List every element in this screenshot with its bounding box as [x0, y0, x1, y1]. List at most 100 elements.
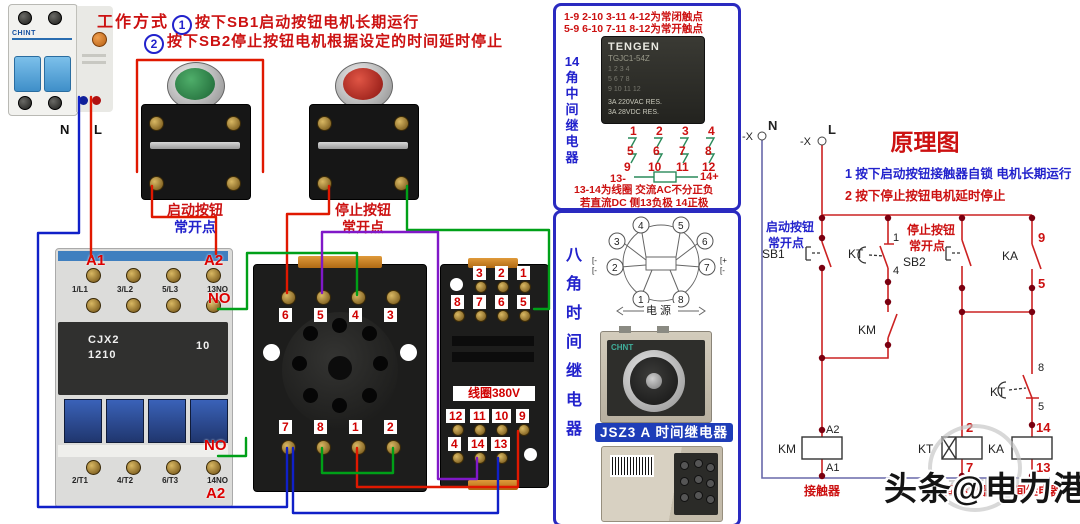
contactor-terminal [86, 298, 101, 313]
socket8-terminal [386, 440, 401, 455]
circled-number-2: 2 [144, 34, 164, 54]
panel14-pin-diagram: 1 2 3 4 5 6 7 8 9 10 11 12 13- 14+ [610, 124, 719, 185]
svg-text:13-: 13- [610, 173, 626, 185]
panel14-no-note: 5-9 6-10 7-11 8-12为常开触点 [564, 23, 703, 35]
jsz3-brand: CHNT [611, 343, 634, 352]
contactor-terminal [166, 298, 181, 313]
sch-sb2: SB2 [903, 255, 926, 269]
socket14-terminal [496, 452, 508, 464]
circled-number-1: 1 [172, 15, 193, 35]
sch-stop-label1: 停止按钮 [907, 222, 955, 237]
breaker-brand: CHINT [12, 30, 36, 37]
svg-text:11: 11 [676, 160, 689, 174]
sch-km-contact: KM [858, 323, 876, 337]
panel-8pin-time-relay: 八角时间继电器 4 5 3 6 2 7 1 8 [- [- [553, 210, 741, 524]
socket14-pin-tag: 12 [446, 409, 466, 423]
start-button-cap[interactable] [175, 68, 215, 100]
socket14-terminal [496, 424, 508, 436]
tengen-spec1: 3A 220VAC RES. [608, 99, 662, 106]
socket14-pin-tag: 2 [495, 266, 508, 280]
contactor-terminal [166, 268, 181, 283]
svg-text:4: 4 [708, 124, 715, 138]
start-button-type: 常开点 [174, 219, 216, 235]
contactor-no-mark-top: NO [208, 290, 231, 307]
sch-kt-contact2: KT [990, 385, 1006, 399]
socket14-terminal [497, 310, 509, 322]
socket14-terminal [452, 424, 464, 436]
socket14-terminal [519, 310, 531, 322]
svg-text:[-: [- [720, 266, 725, 275]
stop-terminal [394, 116, 409, 131]
breaker-test-button[interactable] [92, 32, 107, 47]
socket14-terminal [518, 424, 530, 436]
svg-text:2: 2 [612, 263, 618, 274]
svg-text:5: 5 [1038, 401, 1044, 413]
start-terminal [226, 176, 241, 191]
svg-text:2: 2 [656, 124, 663, 138]
svg-text:5: 5 [1038, 276, 1045, 291]
panel14-side-title: 14角中间继电器 [564, 54, 580, 165]
start-button-caption: 启动按钮 常开点 [138, 202, 252, 236]
breaker-handle[interactable] [44, 56, 71, 92]
socket14-terminal [453, 310, 465, 322]
socket14-pin-tag: 1 [517, 266, 530, 280]
svg-text:电 源: 电 源 [646, 303, 671, 317]
svg-text:[-: [- [592, 256, 597, 265]
tengen-relay-photo: TENGEN TGJC1-54Z 1 2 3 4 5 6 7 8 9 10 11… [601, 36, 705, 124]
sch-stop-label2: 常开点 [909, 238, 945, 253]
socket8-terminal [351, 290, 366, 305]
svg-text:N: N [768, 118, 777, 133]
svg-text:14+: 14+ [700, 171, 719, 183]
tengen-brand: TENGEN [608, 41, 660, 53]
svg-text:1: 1 [630, 124, 637, 138]
contactor-terminal [86, 460, 101, 475]
svg-text:4: 4 [893, 265, 899, 277]
svg-text:A2: A2 [826, 424, 839, 436]
socket14-terminal [474, 424, 486, 436]
svg-text:L: L [828, 122, 836, 137]
stop-button-name: 停止按钮 [335, 202, 391, 218]
stop-terminal [317, 176, 332, 191]
svg-text:-X: -X [800, 136, 812, 148]
socket14-coil-voltage: 线圈380V [453, 386, 535, 401]
breaker-l-label: L [94, 122, 102, 137]
socket14-terminal [475, 281, 487, 293]
stop-button-cap[interactable] [343, 68, 383, 100]
sch-ka-contact: KA [1002, 249, 1018, 263]
contactor-no-mark-bottom: NO [204, 437, 227, 454]
stop-terminal [317, 116, 332, 131]
socket8-pin-tag: 7 [279, 420, 292, 434]
breaker-screw [48, 96, 62, 110]
socket14-pin-tag: 8 [451, 295, 464, 309]
svg-text:4: 4 [638, 221, 644, 232]
socket14-pin-tag: 3 [473, 266, 486, 280]
socket14-pin-tag: 13 [491, 437, 511, 451]
sch-kt-contact1: KT [848, 247, 864, 261]
schematic-diagram: 原理图 1 按下启动按钮接触器自锁 电机长期运行 2 按下停止按钮电机延时停止 … [742, 118, 1072, 498]
breaker-screw [18, 11, 32, 25]
socket14-pin-tag: 10 [492, 409, 512, 423]
socket8-terminal [316, 290, 331, 305]
sch-start-label1: 启动按钮 [766, 219, 814, 234]
socket8-terminal [386, 290, 401, 305]
workmode-text2: 按下SB2停止按钮电机根据设定的时间延时停止 [167, 33, 504, 50]
svg-text:5: 5 [678, 221, 684, 232]
socket8-terminal [281, 290, 296, 305]
socket8-pin-tag: 8 [314, 420, 327, 434]
socket14-pin-tag: 6 [495, 295, 508, 309]
jsz3-relay-front-photo: CHNT [600, 326, 712, 423]
watermark-text: 头条@电力港 [884, 470, 1080, 507]
schematic-note1: 1 按下启动按钮接触器自锁 电机长期运行 [845, 166, 1072, 181]
start-button-name: 启动按钮 [167, 202, 223, 218]
breaker-handle[interactable] [14, 56, 41, 92]
socket8-terminal [281, 440, 296, 455]
socket14-pin-tag: 7 [473, 295, 486, 309]
start-terminal [149, 116, 164, 131]
stop-terminal [394, 176, 409, 191]
svg-text:10: 10 [648, 160, 662, 174]
contactor-terminal [86, 268, 101, 283]
socket8-pin-tag: 3 [384, 308, 397, 322]
contactor-model2: 1210 [88, 349, 117, 361]
